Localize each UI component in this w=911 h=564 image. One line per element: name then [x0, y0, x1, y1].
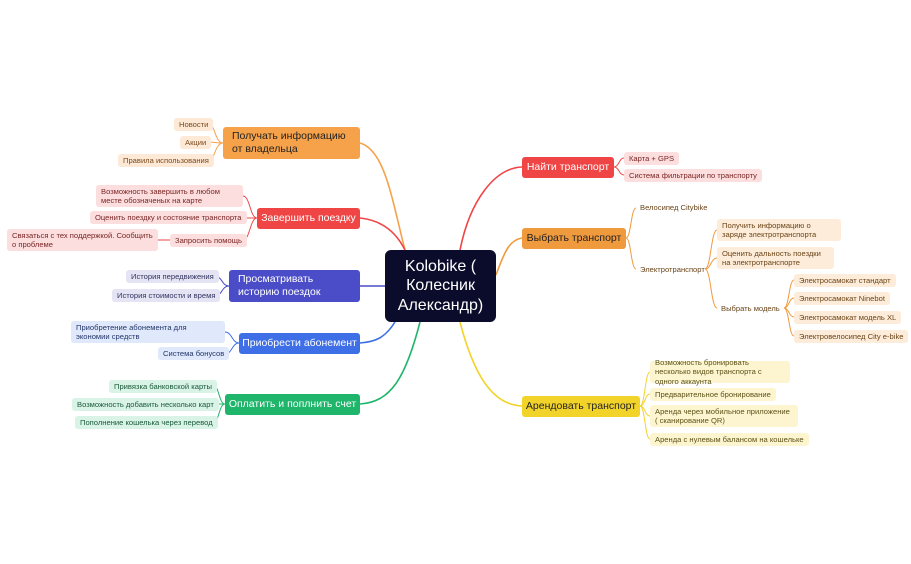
branch-finish[interactable]: Завершить поездку — [257, 208, 360, 229]
branch-rent[interactable]: Арендовать транспорт — [522, 396, 640, 417]
payment-item-topup[interactable]: Пополнение кошелька через перевод — [75, 416, 218, 429]
branch-finish-label: Завершить поездку — [261, 212, 356, 225]
payment-item-multicard[interactable]: Возможность добавить несколько карт — [72, 398, 219, 411]
branch-payment[interactable]: Оплатить и поплнить счет — [225, 394, 360, 415]
model-item-standard[interactable]: Электросамокат стандарт — [794, 274, 896, 287]
subscription-item-savings[interactable]: Приобретение абонемента для экономии сре… — [71, 321, 225, 343]
branch-find-label: Найти транспорт — [526, 161, 610, 174]
electric-item-model[interactable]: Выбрать модель — [721, 303, 780, 313]
model-item-ebike[interactable]: Электровелосипед City e-bike — [794, 330, 909, 343]
model-item-ninebot[interactable]: Электросамокат Ninebot — [794, 292, 890, 305]
help-item-support[interactable]: Связаться с тех поддержкой. Сообщить о п… — [7, 229, 158, 251]
edge-root-find — [459, 166, 523, 251]
choose-item-electric[interactable]: Электротранспорт — [640, 264, 705, 274]
rent-item-zero-balance[interactable]: Аренда с нулевым балансом на кошельке — [650, 433, 809, 446]
finish-item-help[interactable]: Запросить помощь — [170, 234, 247, 247]
rent-item-qr[interactable]: Аренда через мобильное приложение ( скан… — [650, 405, 798, 427]
choose-item-bicycle[interactable]: Велосипед Citybike — [640, 202, 708, 212]
info-item-rules[interactable]: Правила использования — [118, 154, 214, 167]
root-label: Kolobike ( Колесник Александр) — [397, 258, 484, 314]
branch-subscription[interactable]: Приобрести абонемент — [239, 333, 360, 354]
branch-history-label: Просматривать историю поездок — [238, 273, 321, 298]
payment-item-card[interactable]: Привязка банковской карты — [109, 380, 217, 393]
branch-choose-label: Выбрать транспорт — [526, 232, 622, 245]
info-item-news[interactable]: Новости — [174, 118, 214, 131]
edge-root-info — [359, 142, 406, 251]
edge-root-finish — [359, 217, 406, 251]
subscription-item-bonus[interactable]: Система бонусов — [158, 347, 230, 360]
finish-item-anywhere[interactable]: Возможность завершить в любом месте обоз… — [96, 185, 243, 207]
find-item-map[interactable]: Карта + GPS — [624, 152, 680, 165]
branch-subscription-label: Приобрести абонемент — [242, 337, 357, 350]
info-item-promos[interactable]: Акции — [180, 136, 212, 149]
edge-root-subscription — [359, 321, 396, 344]
branch-history[interactable]: Просматривать историю поездок — [229, 270, 360, 302]
electric-item-range[interactable]: Оценить дальность поездки на электротран… — [717, 247, 834, 269]
branch-payment-label: Оплатить и поплнить счет — [228, 398, 357, 411]
rent-item-multi[interactable]: Возможность бронировать несколько видов … — [650, 358, 790, 386]
branch-info[interactable]: Получать информацию от владельца — [223, 127, 360, 159]
history-item-cost[interactable]: История стоимости и время — [112, 289, 221, 302]
root-node[interactable]: Kolobike ( Колесник Александр) — [385, 250, 496, 322]
edge-root-choose — [495, 237, 523, 276]
edge-root-rent — [459, 321, 523, 407]
edge-root-payment — [359, 321, 421, 405]
electric-item-charge[interactable]: Получить информацию о заряде электротран… — [717, 219, 841, 241]
rent-item-prebook[interactable]: Предварительное бронирование — [650, 388, 776, 401]
branch-find[interactable]: Найти транспорт — [522, 157, 614, 178]
find-item-filter[interactable]: Система фильтрации по транспорту — [624, 169, 762, 182]
model-item-xl[interactable]: Электросамокат модель XL — [794, 311, 902, 324]
branch-info-label: Получать информацию от владельца — [232, 130, 346, 155]
finish-item-rate[interactable]: Оценить поездку и состояние транспорта — [90, 211, 247, 224]
history-item-movement[interactable]: История передвижения — [126, 270, 219, 283]
branch-rent-label: Арендовать транспорт — [525, 400, 637, 413]
branch-choose[interactable]: Выбрать транспорт — [522, 228, 626, 249]
